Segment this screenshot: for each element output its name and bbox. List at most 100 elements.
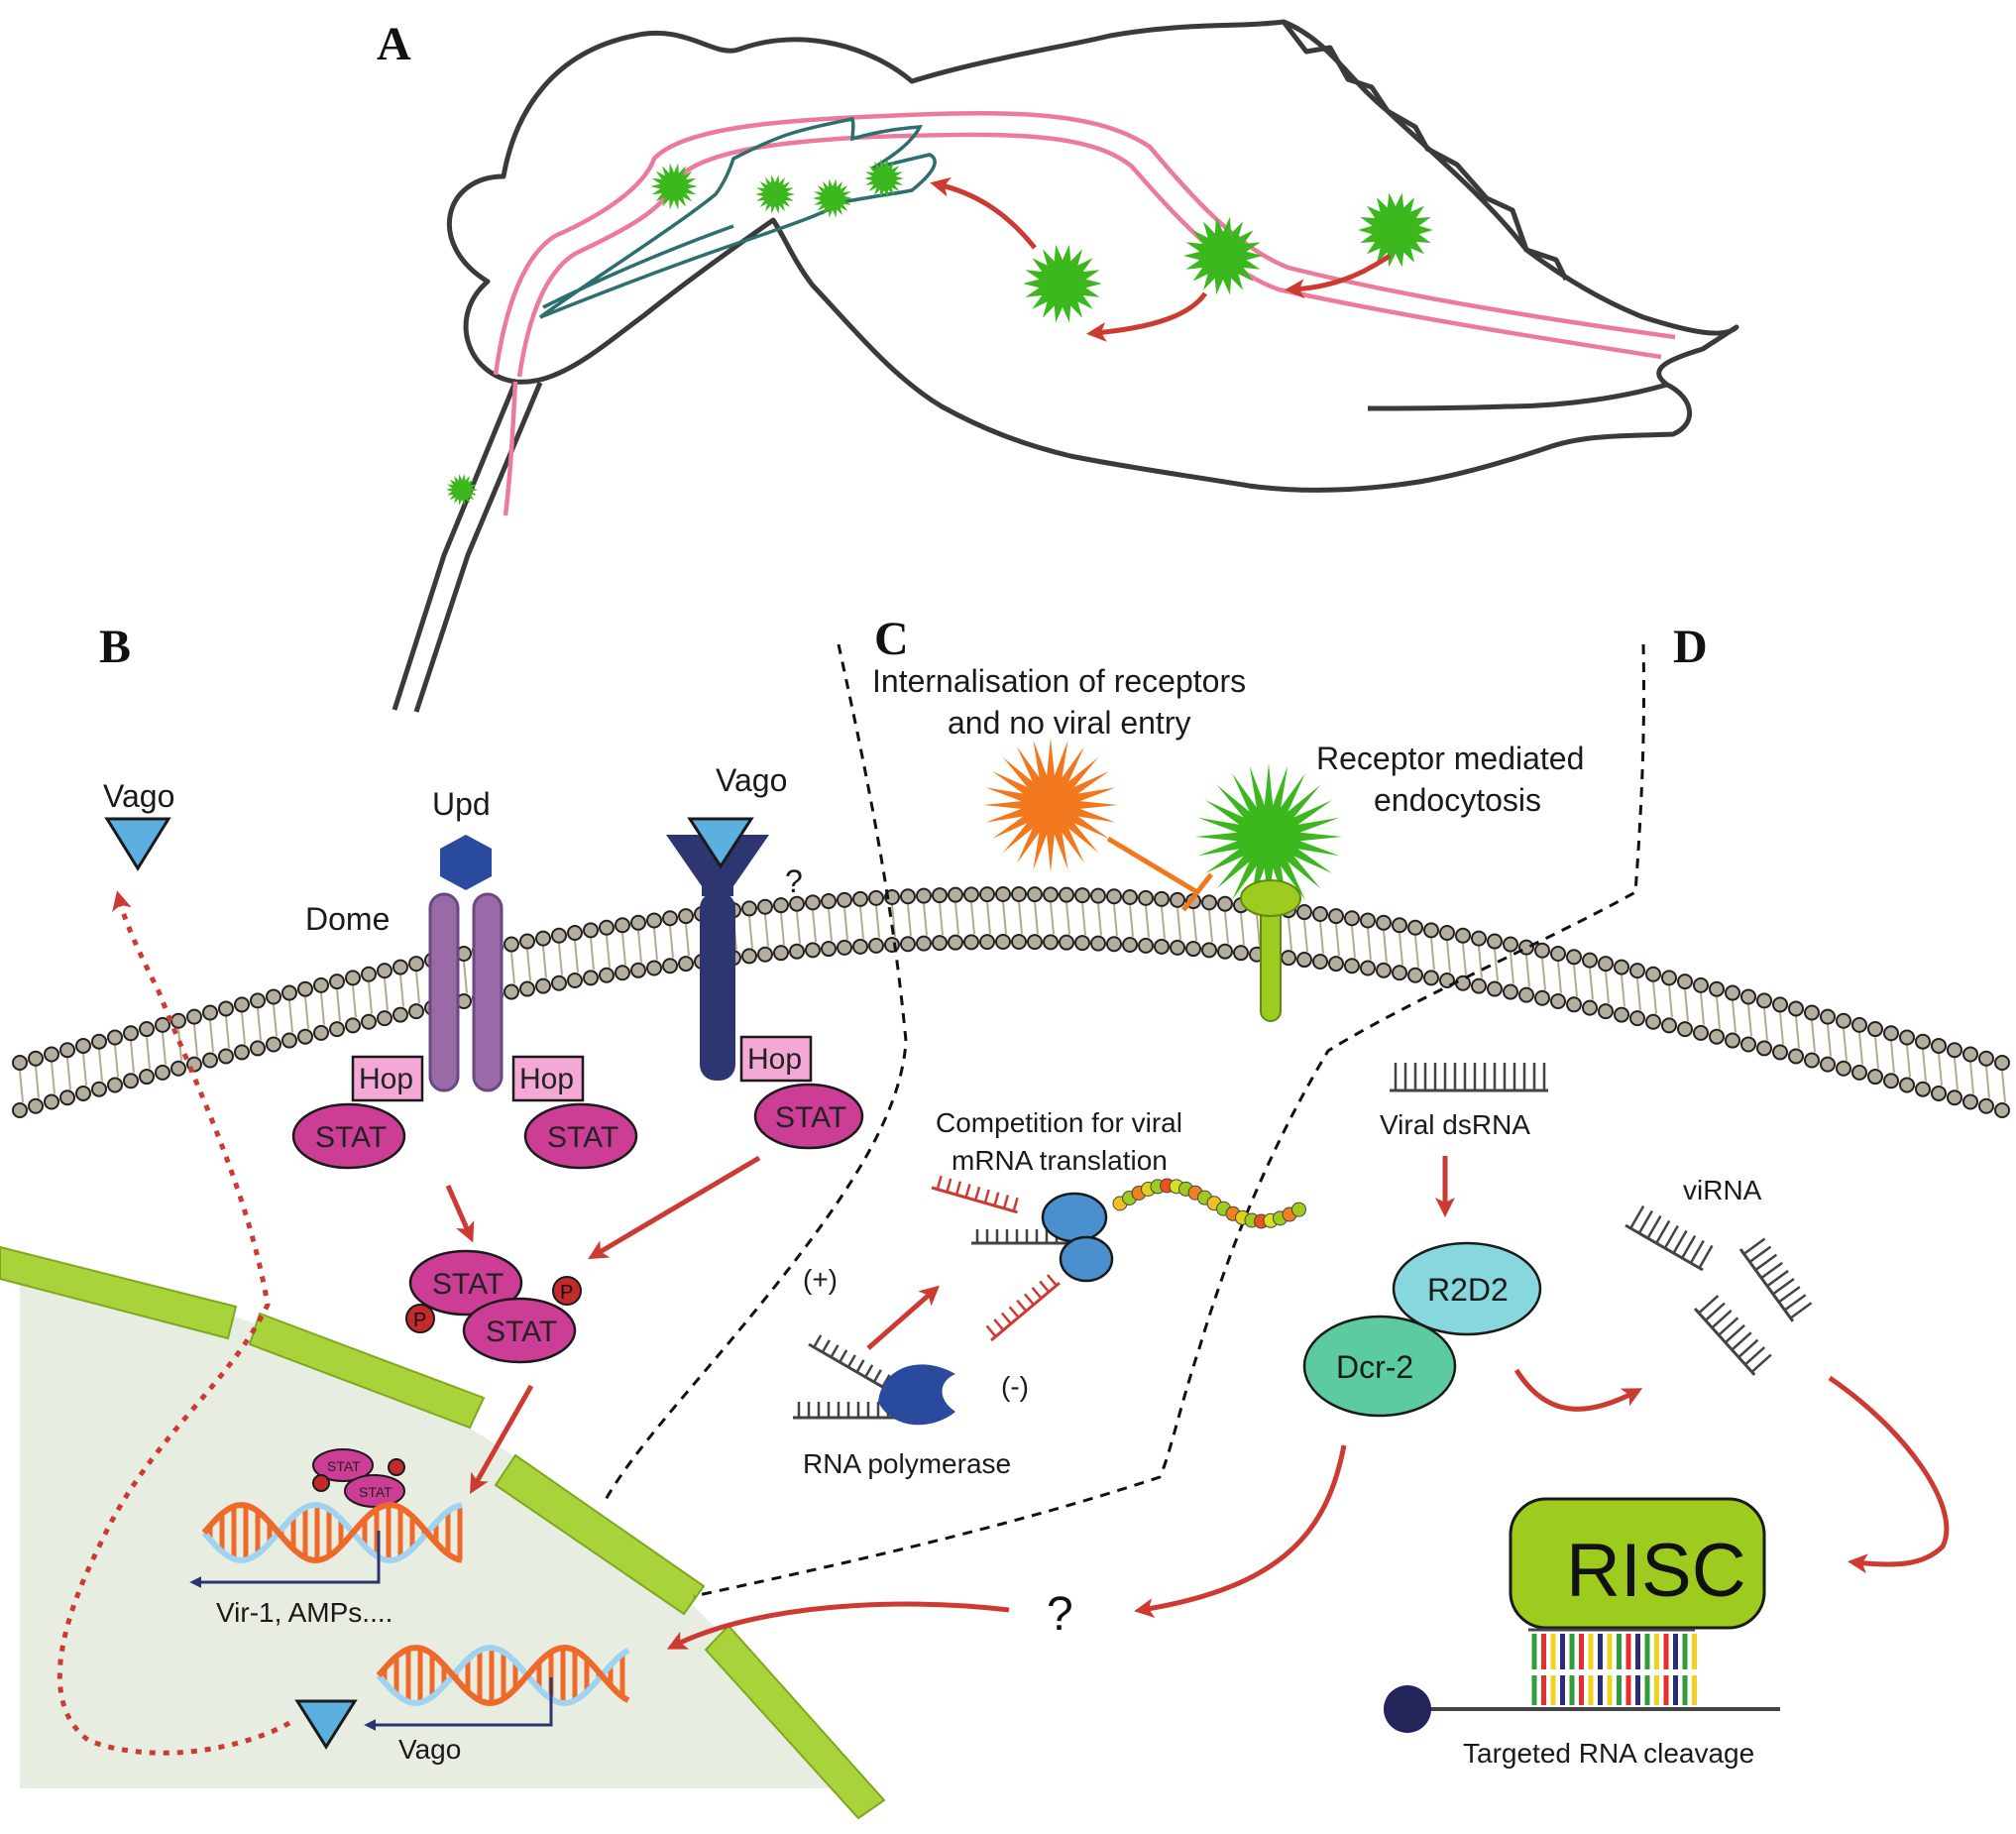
stat-dimer-label-1: STAT xyxy=(432,1268,504,1301)
lipid-tail xyxy=(1430,938,1435,971)
lipid-head-inner xyxy=(1407,967,1423,983)
lipid-head-outer xyxy=(313,976,329,993)
lipid-head-inner xyxy=(1011,934,1027,951)
lipid-tail xyxy=(954,902,959,935)
lipid-tail xyxy=(35,1066,40,1098)
ribosome-small xyxy=(1059,1235,1114,1283)
stat-label-2: STAT xyxy=(547,1121,618,1154)
lipid-head-inner xyxy=(662,958,678,974)
virus-receptor-stem xyxy=(1260,901,1282,1022)
lipid-head-inner xyxy=(1931,1085,1947,1101)
arrow-b2 xyxy=(588,1155,761,1260)
virus-4 xyxy=(864,159,904,198)
lipid-head-inner xyxy=(900,936,916,953)
lipid-tail xyxy=(320,992,325,1025)
lipid-head-inner xyxy=(250,1040,266,1057)
arrow-d3 xyxy=(1828,1375,1950,1574)
lipid-tail xyxy=(1747,1004,1752,1037)
hop-box-2 xyxy=(511,1055,585,1102)
lipid-head-inner xyxy=(28,1097,44,1114)
lipid-head-outer xyxy=(1962,1046,1978,1063)
lipid-tail xyxy=(384,978,389,1011)
lipid-head-outer xyxy=(662,910,678,927)
phospho-label-2: P xyxy=(560,1282,573,1304)
lipid-head-outer xyxy=(916,887,932,904)
lipid-head-outer xyxy=(1407,919,1423,936)
lipid-head-outer xyxy=(1598,956,1614,973)
lipid-head-outer xyxy=(900,888,916,905)
lipid-head-inner xyxy=(234,1044,250,1061)
lipid-head-inner xyxy=(170,1060,186,1077)
rnai-arrows xyxy=(1134,1368,1950,1618)
lipid-tail xyxy=(939,902,944,936)
lipid-head-outer xyxy=(678,908,694,925)
lipid-head-inner xyxy=(773,945,789,962)
lipid-head-outer xyxy=(1756,992,1772,1009)
ribosome-translation xyxy=(793,1175,1306,1426)
lipid-head-inner xyxy=(1867,1069,1883,1086)
lipid-tail xyxy=(1192,908,1197,942)
lipid-head-inner xyxy=(218,1048,234,1065)
lipid-tail xyxy=(1224,911,1229,944)
salivary-gland xyxy=(538,116,937,319)
lipid-tail xyxy=(1367,928,1372,961)
lipid-tail xyxy=(1065,902,1070,935)
lipid-head-inner xyxy=(1503,983,1518,1000)
lipid-tail xyxy=(1446,940,1451,974)
panel-a: A xyxy=(377,18,1739,713)
lipid-tail xyxy=(970,902,975,935)
arrow-b1 xyxy=(445,1184,475,1243)
lipid-tail xyxy=(1969,1062,1974,1094)
peptide-bead xyxy=(1291,1202,1306,1217)
lipid-head-outer xyxy=(1059,886,1074,903)
lipid-head-inner xyxy=(1582,999,1598,1016)
lipid-tail xyxy=(780,913,785,946)
lipid-head-inner xyxy=(583,970,599,986)
lipid-head-inner xyxy=(979,934,995,951)
lipid-head-outer xyxy=(1201,894,1217,911)
lipid-head-outer xyxy=(963,886,979,903)
lipid-tail xyxy=(986,902,991,935)
stat-dimer-label-2: STAT xyxy=(486,1316,557,1348)
lipid-head-outer xyxy=(1899,1029,1915,1046)
dna-strand-b xyxy=(201,1501,463,1564)
panel-d: D Viral dsRNA R2D2 Dcr-2 viRNA ? RISC Ta… xyxy=(1047,621,1950,1769)
competition-line1: Competition for viral xyxy=(936,1107,1182,1138)
lipid-head-inner xyxy=(1851,1064,1867,1081)
virna-label: viRNA xyxy=(1683,1175,1762,1205)
lipid-tail xyxy=(542,946,547,978)
lipid-head-inner xyxy=(1693,1024,1709,1041)
lipid-head-outer xyxy=(1867,1021,1883,1038)
lipid-head-inner xyxy=(75,1085,91,1101)
lipid-head-outer xyxy=(519,933,535,950)
lipid-head-inner xyxy=(155,1064,170,1081)
upd-label: Upd xyxy=(432,786,491,822)
lipid-head-inner xyxy=(1661,1017,1677,1034)
lipid-head-outer xyxy=(361,966,377,982)
stat-3 xyxy=(753,1083,864,1150)
stat-proteins xyxy=(291,1083,864,1364)
lipid-head-outer xyxy=(408,956,424,973)
lipid-head-inner xyxy=(615,965,630,981)
arrow-to-vago-gene xyxy=(666,1601,1010,1650)
divider-c-d xyxy=(693,643,1646,1598)
lipid-head-inner xyxy=(266,1036,281,1053)
lipid-head-outer xyxy=(1043,886,1059,903)
lipid-head-outer xyxy=(170,1012,186,1029)
lipid-head-inner xyxy=(757,946,773,963)
lipid-head-outer xyxy=(1296,904,1312,921)
orange-virus-body xyxy=(983,738,1118,872)
lipid-head-outer xyxy=(139,1021,155,1038)
lipid-head-outer xyxy=(1138,889,1154,906)
lipid-head-outer xyxy=(805,894,821,911)
lipid-head-outer xyxy=(789,895,805,912)
lipid-tail xyxy=(1494,949,1499,981)
lipid-tail xyxy=(1652,981,1657,1014)
virus-1 xyxy=(650,163,698,210)
lipid-tail xyxy=(812,910,817,943)
lipid-head-inner xyxy=(345,1017,361,1034)
cell-membrane xyxy=(12,886,2010,1118)
lipid-head-outer xyxy=(1550,946,1566,963)
virus-particles-a xyxy=(446,159,1433,506)
lipid-head-outer xyxy=(1090,887,1106,904)
